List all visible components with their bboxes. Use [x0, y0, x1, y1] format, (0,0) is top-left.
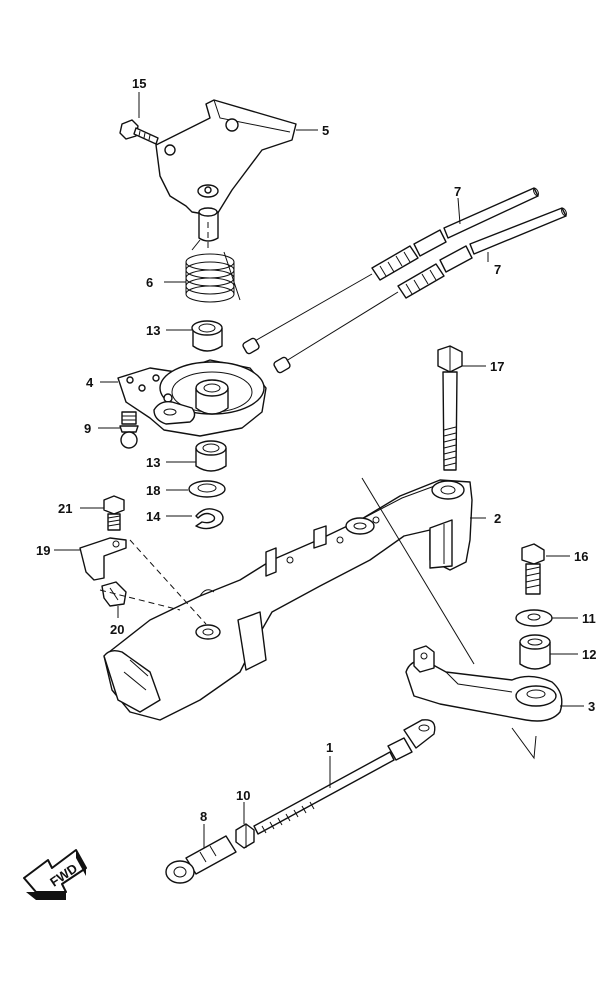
callout-4: 4: [86, 375, 94, 390]
part-18-washer: [188, 480, 226, 498]
callout-6: 6: [146, 275, 153, 290]
callout-7-lower: 7: [494, 262, 501, 277]
part-14-e-clip: [195, 508, 224, 530]
part-13-bushing-upper: [191, 320, 223, 352]
fwd-arrow-icon: FWD: [23, 849, 87, 900]
part-19-plate: [79, 537, 127, 581]
part-9-ball-joint: [119, 411, 139, 449]
callout-14: 14: [146, 509, 161, 524]
part-3-lever: [405, 645, 563, 722]
part-6-spring: [185, 239, 241, 303]
part-4-throttle-cam: [117, 359, 267, 437]
part-7-cables: [242, 187, 567, 374]
part-2-main-arm: [103, 479, 473, 721]
part-15-bolt: [119, 119, 159, 145]
callout-17: 17: [490, 359, 504, 374]
callout-18: 18: [146, 483, 160, 498]
callout-19: 19: [36, 543, 50, 558]
callout-8: 8: [200, 809, 207, 824]
callout-12: 12: [582, 647, 596, 662]
callout-11: 11: [582, 611, 596, 626]
callout-labels: 15 5 7 7 6 13 4 9 13 18 14 17 21 2 19 16…: [36, 76, 596, 824]
callout-3: 3: [588, 699, 595, 714]
callout-2: 2: [494, 511, 501, 526]
part-17-bolt: [437, 345, 463, 471]
part-5-bracket: [155, 99, 297, 242]
callout-20: 20: [110, 622, 124, 637]
callout-21: 21: [58, 501, 72, 516]
callout-10: 10: [236, 788, 250, 803]
part-1-rod: [253, 719, 436, 835]
part-11-washer: [515, 609, 553, 627]
callout-7-upper: 7: [454, 184, 461, 199]
part-12-collar: [519, 634, 551, 670]
part-10-nut: [235, 823, 255, 849]
callout-9: 9: [84, 421, 91, 436]
leader-lines: [54, 92, 584, 848]
callout-13-lower: 13: [146, 455, 160, 470]
part-21-bolt: [103, 495, 125, 531]
callout-1: 1: [326, 740, 333, 755]
callout-15: 15: [132, 76, 146, 91]
part-16-bolt: [521, 543, 545, 595]
callout-13-upper: 13: [146, 323, 160, 338]
part-8-rod-end: [165, 835, 237, 884]
callout-16: 16: [574, 549, 588, 564]
assembly-lines: [99, 222, 537, 760]
callout-5: 5: [322, 123, 329, 138]
part-13-bushing-lower: [195, 440, 227, 472]
